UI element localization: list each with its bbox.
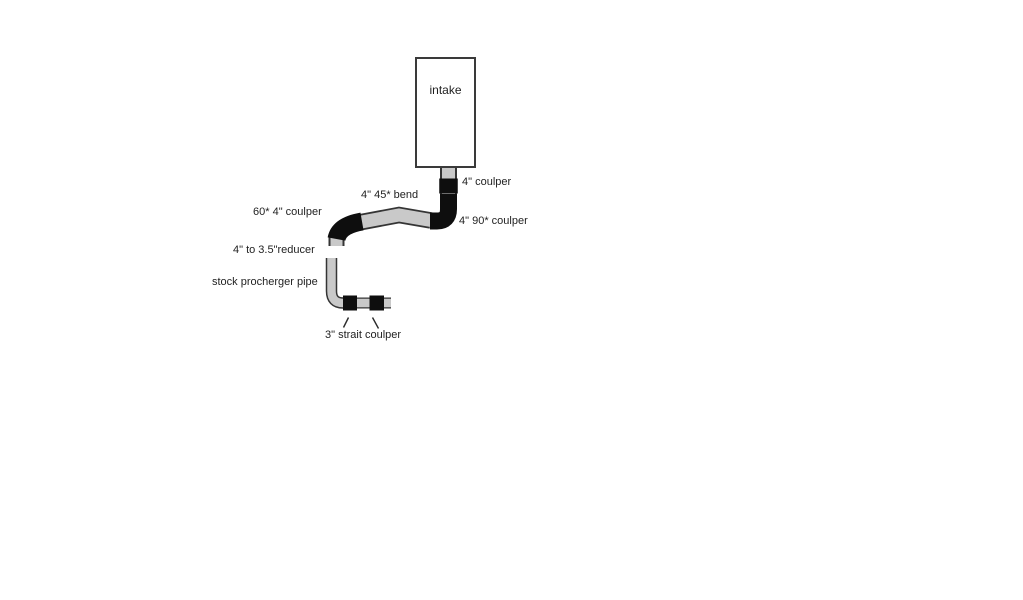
label-stock-pipe: stock procherger pipe <box>212 276 318 288</box>
label-60-coupler: 60* 4" coulper <box>253 206 322 218</box>
label-strait-coupler: 3" strait coulper <box>325 329 402 341</box>
coupler-segments <box>327 178 458 311</box>
bend-45-pipe <box>357 208 433 229</box>
coupler-90-shape <box>430 194 457 230</box>
procharger-unit <box>389 291 462 317</box>
stock-pipe <box>327 258 346 308</box>
coupler-60-shape <box>327 212 364 242</box>
label-45-bend: 4" 45* bend <box>361 189 419 201</box>
label-reducer: 4" to 3.5"reducer <box>233 244 315 256</box>
label-90-coupler: 4" 90* coulper <box>459 215 528 227</box>
pipe-segments <box>325 167 457 309</box>
leader-lines <box>342 317 380 329</box>
label-4in-coupler: 4" coulper <box>462 176 512 188</box>
leader-line-left <box>342 317 350 328</box>
intake-box: intake <box>415 57 476 168</box>
leader-line-right <box>371 317 380 329</box>
intake-label: intake <box>429 83 462 97</box>
